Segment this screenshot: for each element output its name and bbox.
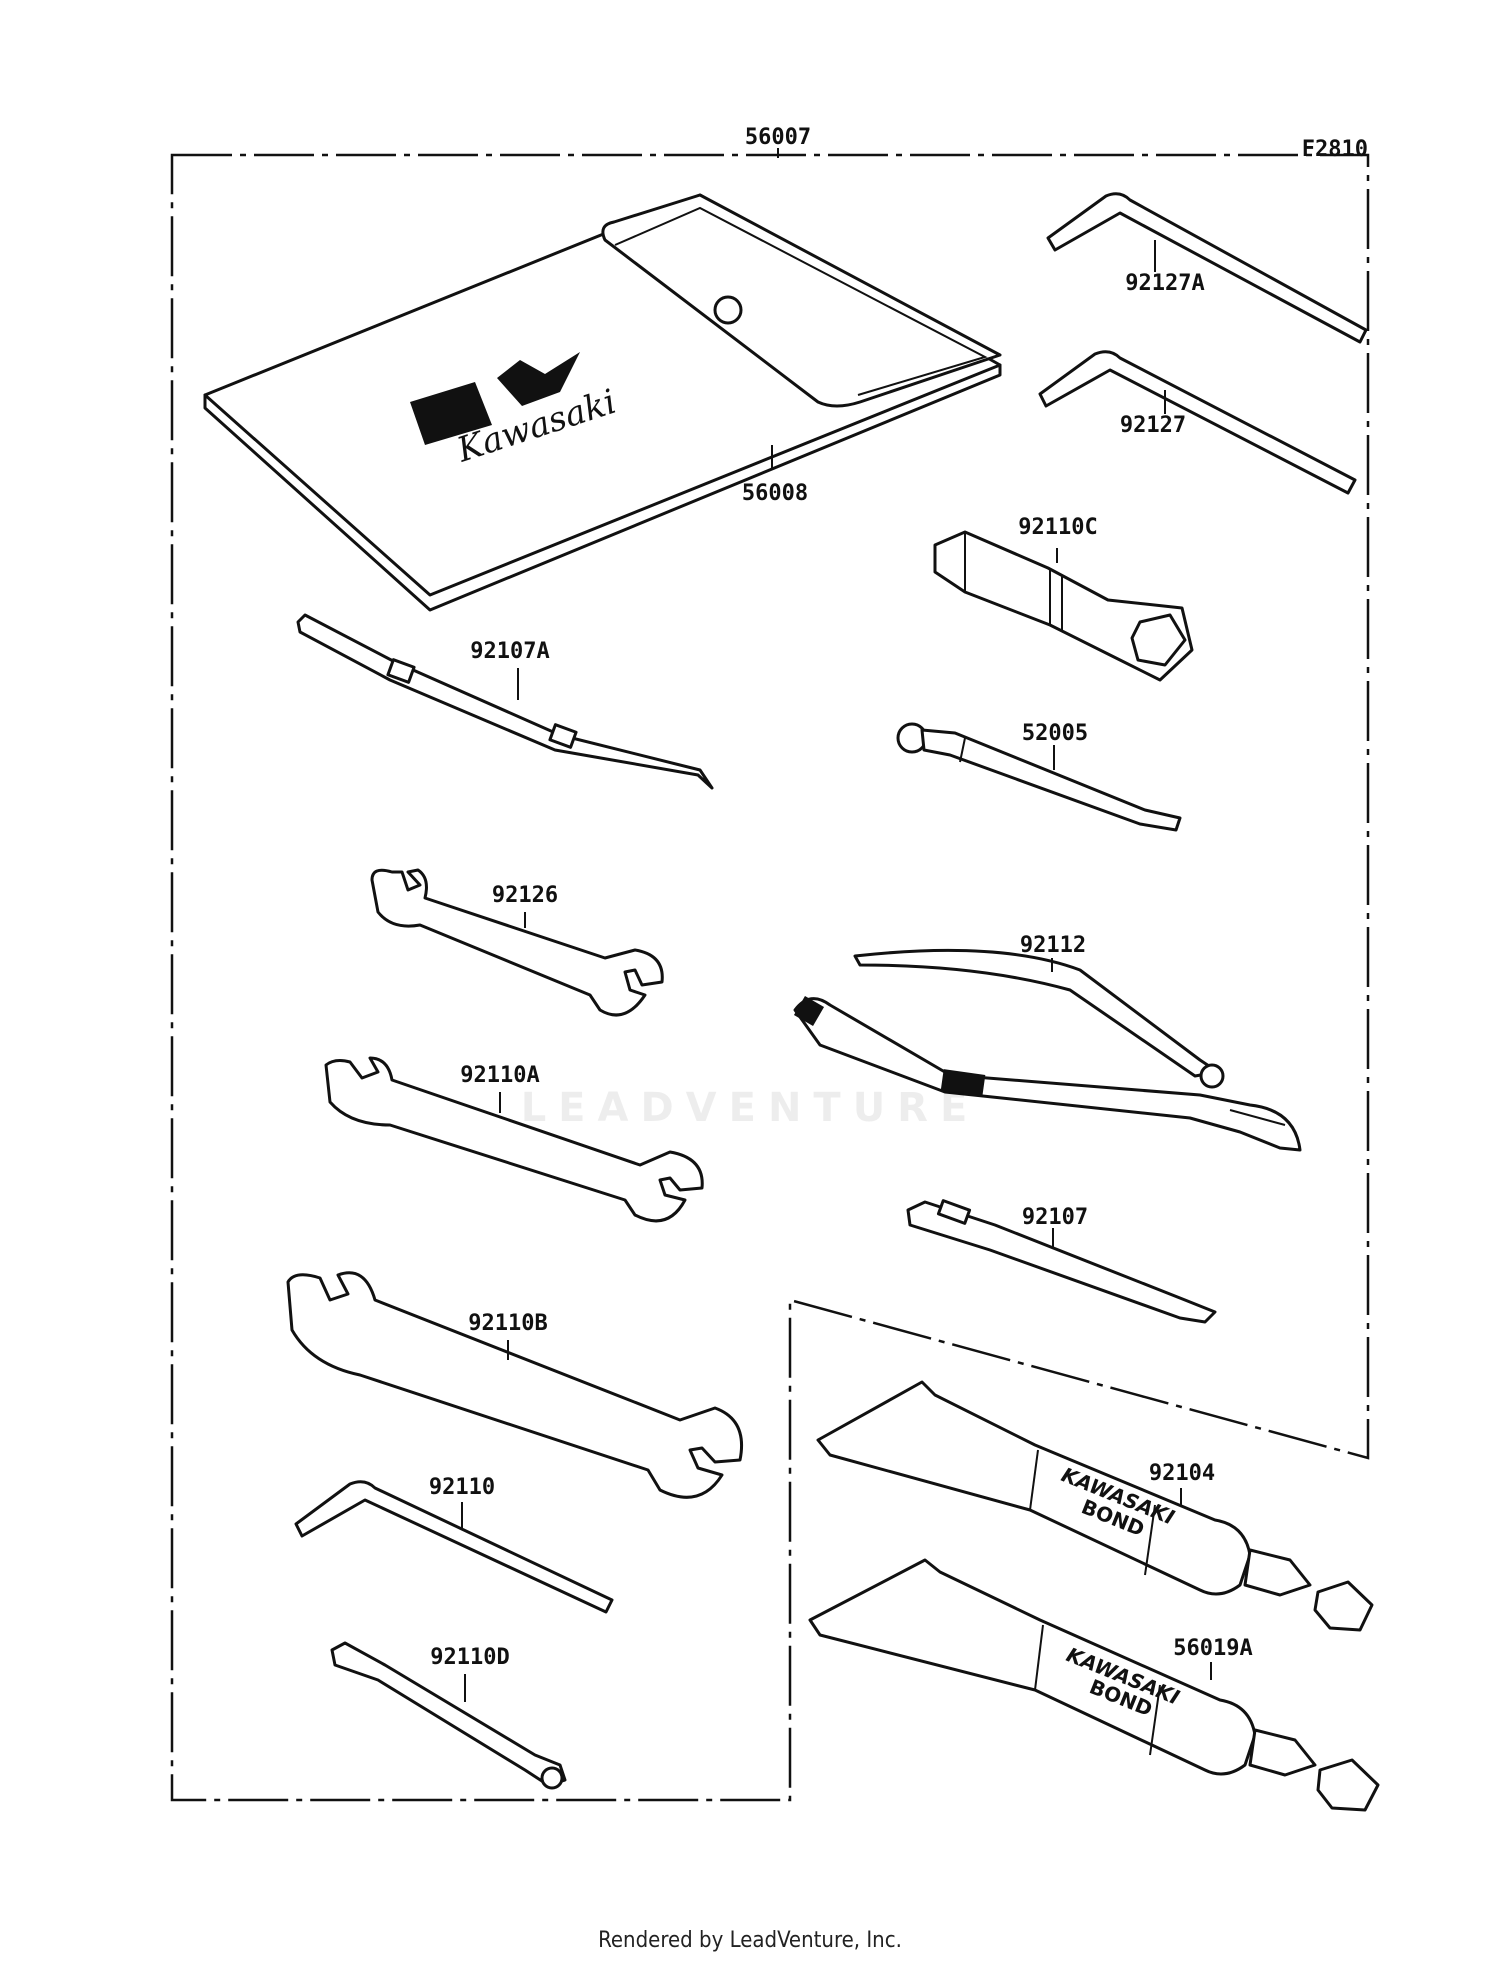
label-92110C: 92110C xyxy=(1018,515,1097,540)
label-92110: 92110 xyxy=(429,1475,495,1500)
bond-tube-56019A: KAWASAKI BOND 56019A xyxy=(808,1558,1380,1812)
label-92112: 92112 xyxy=(1020,933,1086,958)
pliers-92112: 92112 xyxy=(793,933,1302,1152)
tool-pouch: Kawasaki 56008 xyxy=(203,193,1002,612)
label-92126: 92126 xyxy=(492,883,558,908)
label-56007: 56007 xyxy=(745,125,811,150)
screwdriver-92107A: 92107A xyxy=(296,613,714,790)
box-wrench-92110C: 92110C xyxy=(933,515,1194,682)
open-wrench-92110B: 92110B xyxy=(286,1271,744,1499)
label-92110B: 92110B xyxy=(468,1311,547,1336)
label-92107A: 92107A xyxy=(470,639,549,664)
label-52005: 52005 xyxy=(1022,721,1088,746)
spoke-wrench-52005: 52005 xyxy=(896,721,1182,832)
screwdriver-92107: 92107 xyxy=(906,1199,1217,1324)
footer-text: Rendered by LeadVenture, Inc. xyxy=(598,1928,902,1953)
hex-wrench-92110: 92110 xyxy=(294,1475,614,1614)
tool-92110D: 92110D xyxy=(330,1641,567,1790)
open-wrench-92110A: 92110A xyxy=(324,1056,704,1223)
open-wrench-92126: 92126 xyxy=(370,868,664,1017)
label-92104: 92104 xyxy=(1149,1461,1215,1486)
label-56019A: 56019A xyxy=(1173,1636,1252,1661)
part-56007-callout: 56007 xyxy=(745,125,811,158)
diagram-code: F2810 xyxy=(1302,137,1368,162)
hex-wrench-92127A: 92127A xyxy=(1046,192,1368,344)
label-92110D: 92110D xyxy=(430,1645,509,1670)
label-56008: 56008 xyxy=(742,481,808,506)
hex-wrench-92127: 92127 xyxy=(1038,350,1357,495)
label-92107: 92107 xyxy=(1022,1205,1088,1230)
label-92127: 92127 xyxy=(1120,413,1186,438)
kit-boundary xyxy=(170,153,1370,1802)
label-92127A: 92127A xyxy=(1125,271,1204,296)
label-92110A: 92110A xyxy=(460,1063,539,1088)
watermark: LEADVENTURE xyxy=(520,1085,980,1131)
